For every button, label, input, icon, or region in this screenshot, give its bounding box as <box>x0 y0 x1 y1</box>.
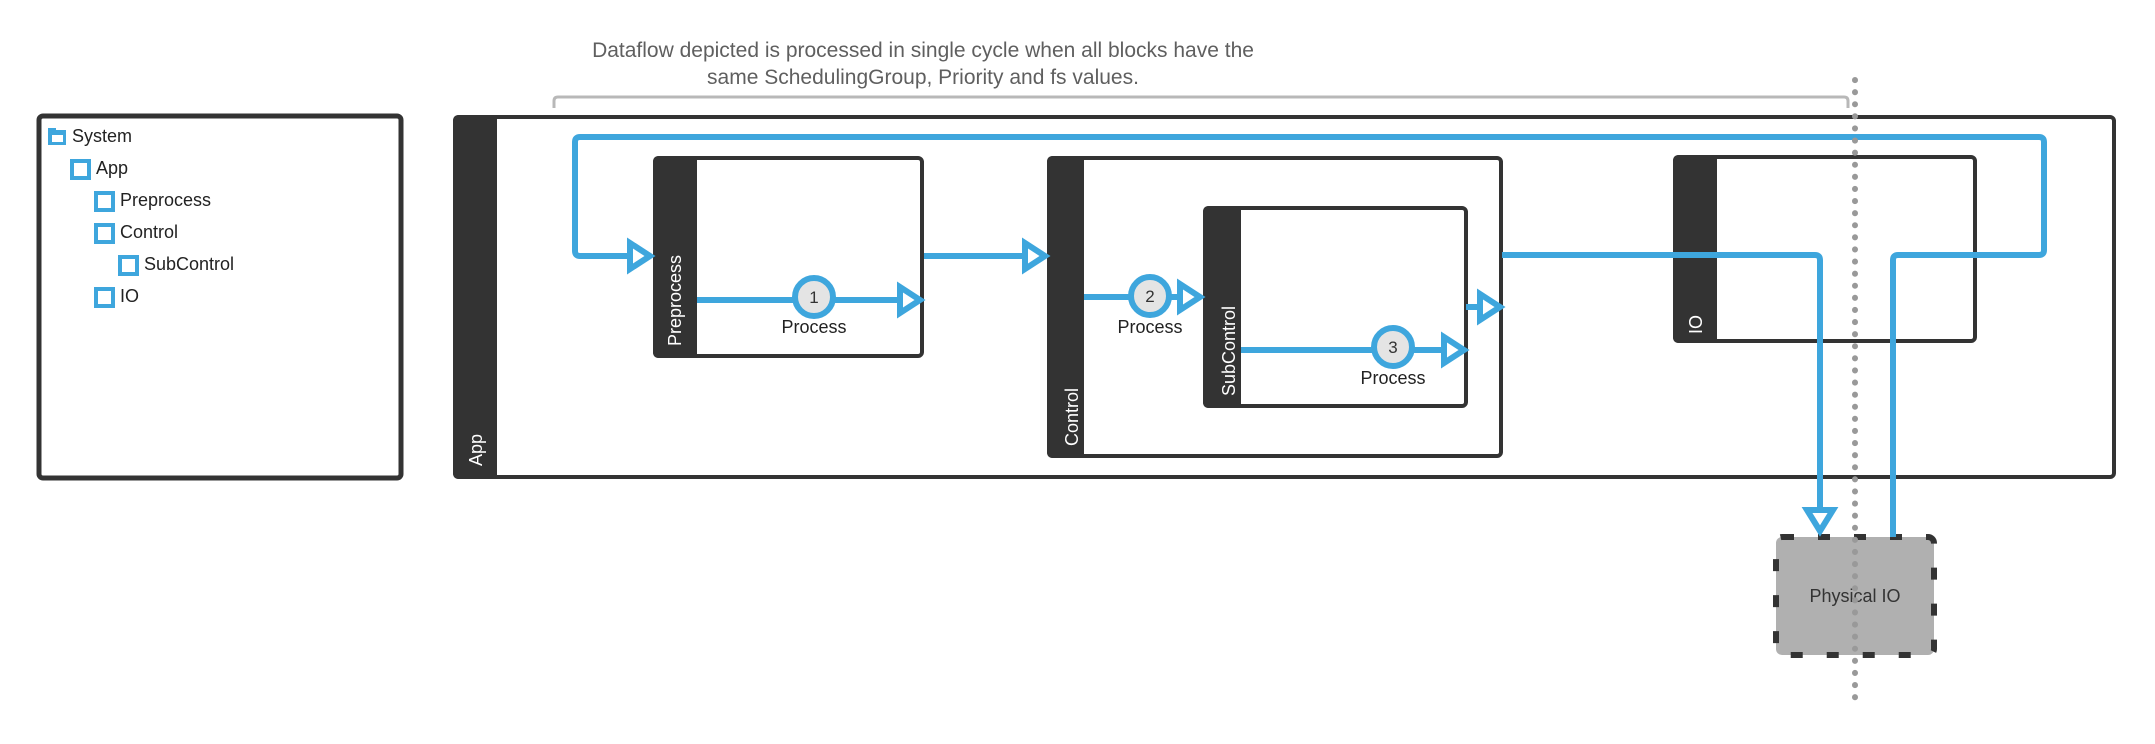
process-order: 3 <box>1388 338 1397 357</box>
arrowheads <box>627 237 1839 537</box>
block-subcontrol-label: SubControl <box>1219 306 1239 396</box>
block-icon <box>94 287 115 308</box>
process-order: 1 <box>809 288 818 307</box>
process-order: 2 <box>1145 287 1154 306</box>
tree-item-label: SubControl <box>144 254 234 274</box>
tree-item-app[interactable]: App <box>70 158 128 180</box>
block-io-frame <box>1673 155 1977 343</box>
process-label: Process <box>1117 317 1182 337</box>
tree-item-control[interactable]: Control <box>94 222 178 244</box>
tree-item-label: Control <box>120 222 178 242</box>
arrow-into-physical-io-icon <box>1801 507 1839 537</box>
block-subcontrol-frame <box>1203 206 1468 408</box>
arrow-control-out-icon <box>1477 288 1506 326</box>
block-icon <box>70 159 91 180</box>
arrow-into-preprocess-icon <box>627 237 656 275</box>
tree-item-label: System <box>72 126 132 146</box>
arrow-into-subcontrol-icon <box>1177 278 1206 316</box>
block-app-label: App <box>466 434 486 466</box>
tree-item-label: IO <box>120 286 139 306</box>
block-io-header <box>1673 155 1717 343</box>
block-io-label: IO <box>1686 315 1706 334</box>
block-io[interactable]: IO <box>1673 155 1977 343</box>
tree-item-preprocess[interactable]: Preprocess <box>94 190 211 212</box>
annotation: Dataflow depicted is processed in single… <box>552 39 1850 108</box>
folder-icon <box>48 128 66 145</box>
block-preprocess-label: Preprocess <box>665 255 685 346</box>
flow-feedback-loop <box>572 134 2047 537</box>
tree-panel-frame <box>36 113 404 481</box>
block-app-header <box>453 115 497 479</box>
annotation-line-2: same SchedulingGroup, Priority and fs va… <box>707 66 1139 89</box>
physical-io[interactable]: Physical IO <box>1773 534 1937 658</box>
block-subcontrol-header <box>1203 206 1241 408</box>
block-preprocess-header <box>653 156 697 358</box>
flow-control-to-physical-io <box>1502 252 1823 510</box>
arrow-into-control-icon <box>1022 237 1051 275</box>
process-circle <box>792 275 836 319</box>
tree-item-label: App <box>96 158 128 178</box>
arrow-preprocess-process-icon <box>897 281 926 319</box>
tree-item-io[interactable]: IO <box>94 286 139 308</box>
block-icon <box>94 223 115 244</box>
tree-item-system[interactable]: System <box>48 126 132 146</box>
block-icon <box>118 255 139 276</box>
process-circle <box>1371 325 1415 369</box>
process-node-1[interactable]: 1 Process <box>781 275 847 337</box>
process-label: Process <box>1360 368 1425 388</box>
tree-item-label: Preprocess <box>120 190 211 210</box>
arrow-subcontrol-process-icon <box>1441 331 1470 369</box>
process-node-2[interactable]: 2 Process <box>1117 274 1183 337</box>
annotation-line-1: Dataflow depicted is processed in single… <box>592 39 1254 62</box>
block-subcontrol[interactable]: SubControl <box>1203 206 1468 408</box>
physical-io-label: Physical IO <box>1809 586 1900 606</box>
block-control-label: Control <box>1062 388 1082 446</box>
tree-panel: System App Preprocess Control SubControl… <box>36 113 404 481</box>
annotation-bracket <box>552 95 1850 108</box>
block-preprocess[interactable]: Preprocess <box>653 156 924 358</box>
process-node-3[interactable]: 3 Process <box>1360 325 1426 388</box>
block-icon <box>94 191 115 212</box>
process-circle <box>1128 274 1172 318</box>
tree-item-subcontrol[interactable]: SubControl <box>118 254 234 276</box>
block-control-header <box>1047 156 1084 458</box>
process-label: Process <box>781 317 846 337</box>
